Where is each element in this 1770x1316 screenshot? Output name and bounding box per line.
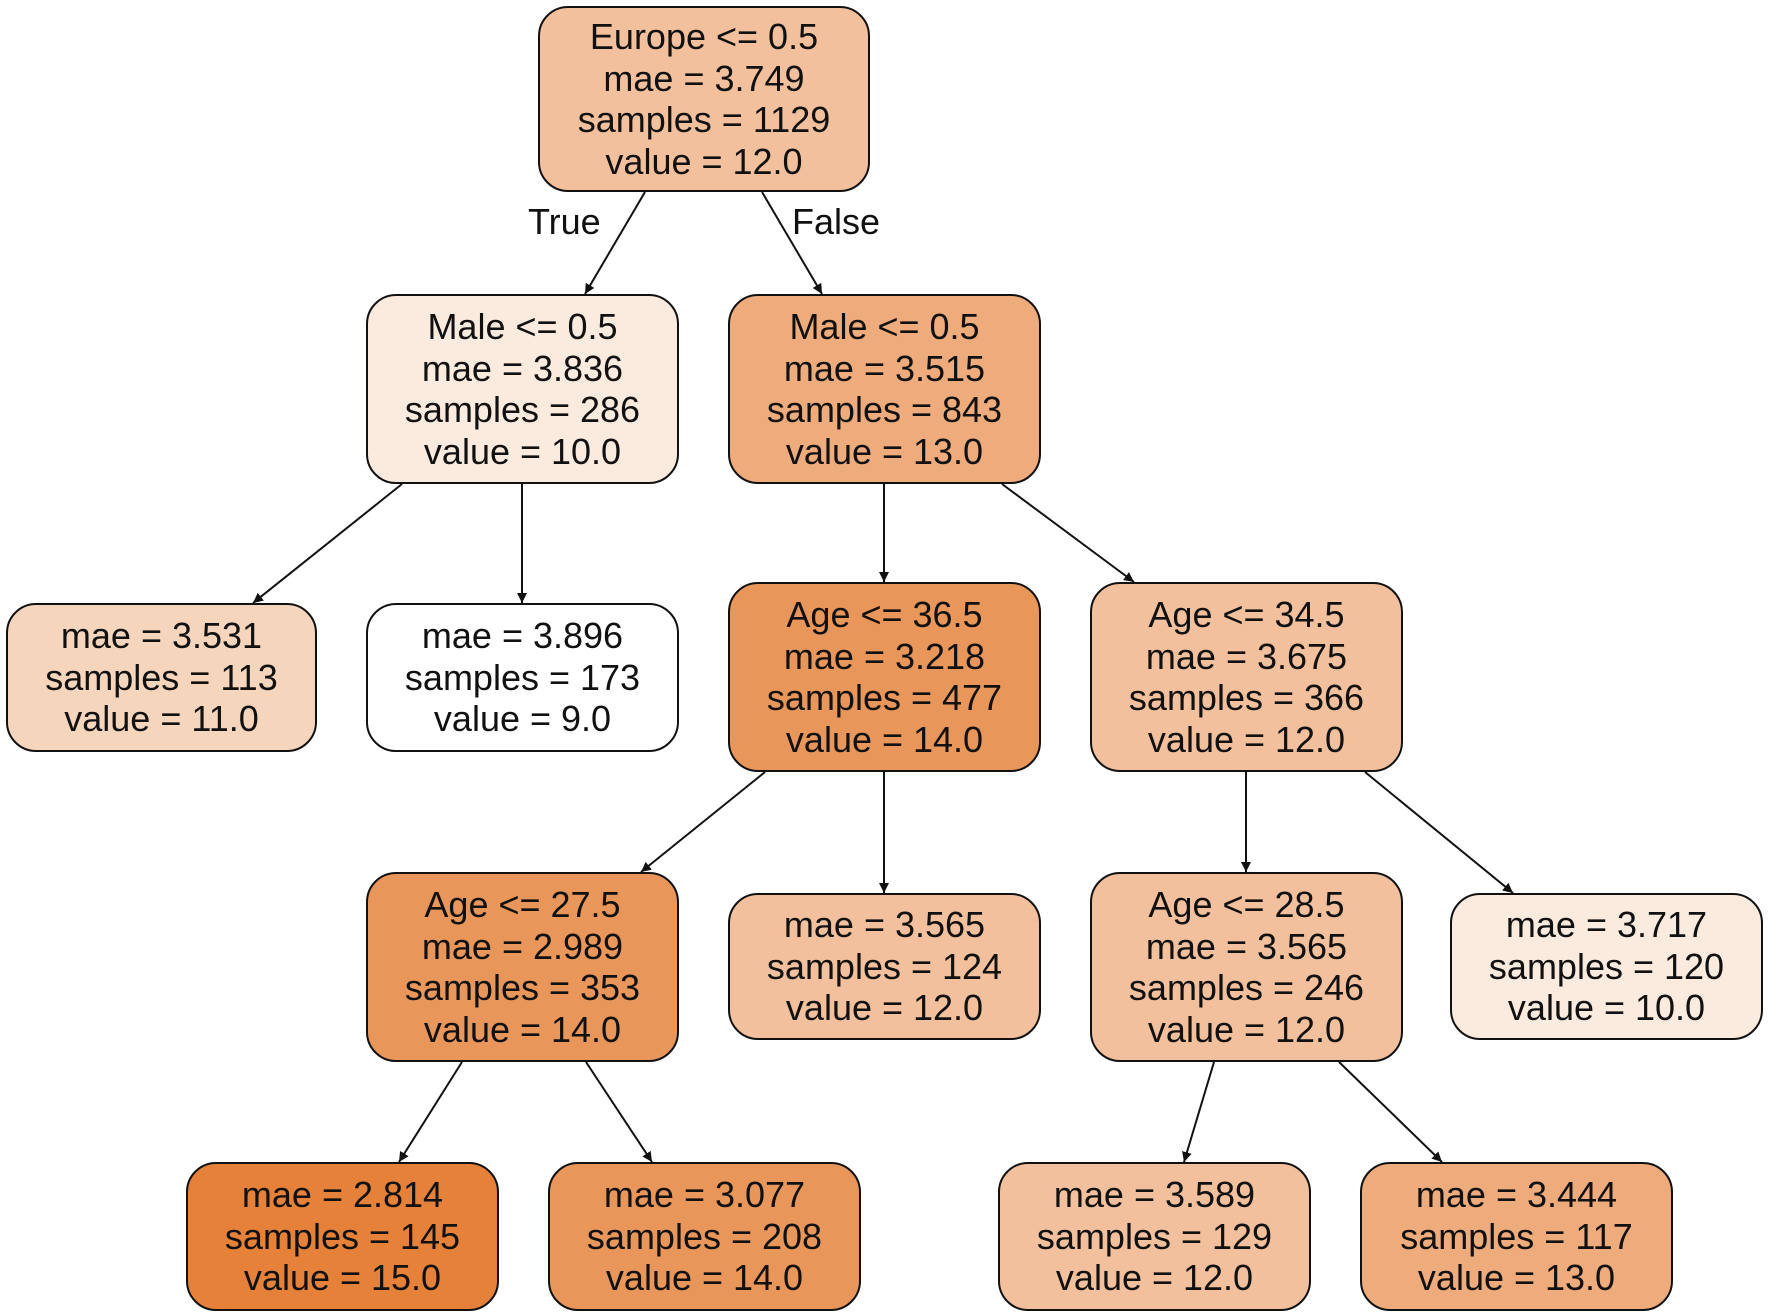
node-line: value = 13.0: [785, 430, 984, 472]
edge-n6-n10: [1364, 771, 1514, 894]
edge-n7-n12: [585, 1061, 653, 1163]
node-line: samples = 173: [404, 656, 641, 698]
node-line: value = 12.0: [1147, 1008, 1346, 1050]
node-line: samples = 1129: [577, 99, 831, 140]
node-line: samples = 353: [404, 967, 641, 1008]
node-line: samples = 129: [1036, 1215, 1273, 1257]
edge-n0-n1: [584, 191, 646, 295]
node-line: value = 12.0: [1147, 718, 1346, 760]
node-line: value = 14.0: [785, 718, 984, 760]
edge-n5-n7: [640, 771, 766, 873]
node-line: value = 10.0: [1507, 987, 1706, 1029]
true-edge-label: True: [528, 201, 601, 242]
edge-n9-n13: [1182, 1061, 1215, 1163]
node-line: mae = 3.896: [421, 615, 624, 657]
node-line: samples = 145: [224, 1215, 461, 1257]
node-line: samples = 286: [404, 389, 641, 430]
node-line: mae = 3.589: [1053, 1174, 1256, 1216]
node-line: mae = 2.814: [241, 1174, 444, 1216]
node-line: value = 14.0: [423, 1008, 622, 1050]
node-line: mae = 3.717: [1505, 904, 1708, 946]
node-line: mae = 3.565: [783, 904, 986, 946]
node-line: value = 12.0: [785, 987, 984, 1029]
node-line: Male <= 0.5: [427, 306, 618, 347]
node-line: samples = 208: [586, 1215, 823, 1257]
node-line: mae = 3.675: [1145, 635, 1348, 677]
node-line: Age <= 34.5: [1148, 594, 1345, 635]
edge-n0-n2: [761, 191, 823, 295]
node-line: value = 13.0: [1417, 1257, 1616, 1299]
node-line: samples = 117: [1400, 1215, 1633, 1257]
node-line: value = 12.0: [605, 140, 803, 182]
node-line: samples = 477: [766, 677, 1003, 718]
node-line: Age <= 27.5: [424, 884, 621, 925]
node-line: value = 10.0: [423, 430, 622, 472]
edge-n1-n3: [252, 483, 403, 604]
edge-n9-n14: [1338, 1061, 1443, 1163]
node-line: value = 12.0: [1055, 1257, 1254, 1299]
node-line: mae = 2.989: [421, 925, 624, 967]
edge-n2-n6: [1001, 483, 1135, 583]
edge-n7-n11: [398, 1061, 463, 1163]
node-line: mae = 3.565: [1145, 925, 1348, 967]
node-line: samples = 124: [766, 945, 1003, 987]
node-line: mae = 3.515: [783, 347, 986, 389]
node-line: Europe <= 0.5: [589, 16, 819, 57]
node-line: value = 11.0: [64, 698, 259, 740]
node-line: mae = 3.836: [421, 347, 624, 389]
false-edge-label: False: [792, 201, 881, 242]
node-line: value = 9.0: [433, 698, 612, 740]
node-line: mae = 3.444: [1415, 1174, 1618, 1216]
node-line: value = 14.0: [605, 1257, 804, 1299]
node-line: samples = 246: [1128, 967, 1365, 1008]
node-line: Age <= 36.5: [786, 594, 983, 635]
node-line: Male <= 0.5: [789, 306, 980, 347]
node-line: mae = 3.531: [60, 615, 263, 657]
node-line: mae = 3.077: [603, 1174, 806, 1216]
node-line: samples = 113: [45, 656, 278, 698]
node-line: samples = 366: [1128, 677, 1365, 718]
node-line: samples = 120: [1488, 945, 1725, 987]
node-line: value = 15.0: [243, 1257, 442, 1299]
node-line: samples = 843: [766, 389, 1003, 430]
node-line: Age <= 28.5: [1148, 884, 1345, 925]
node-line: mae = 3.218: [783, 635, 986, 677]
node-line: mae = 3.749: [603, 57, 805, 99]
